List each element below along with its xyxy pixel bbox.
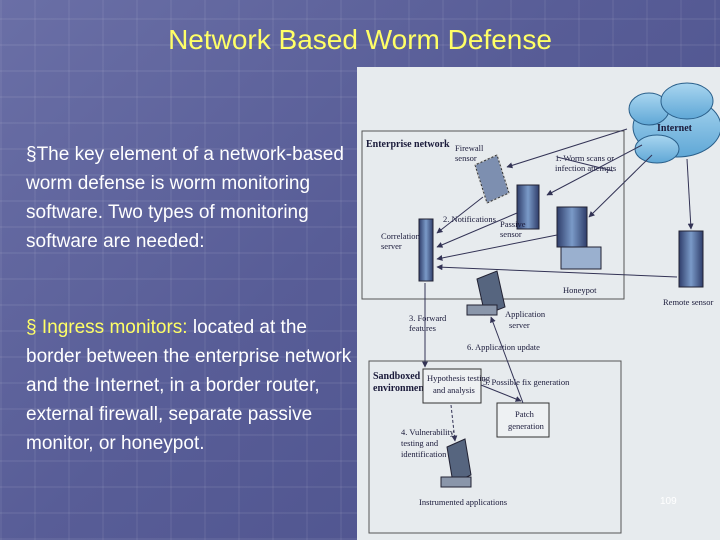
hypothesis-box bbox=[422, 368, 482, 404]
sandboxed-environment-label-line2: environment bbox=[373, 383, 428, 394]
honeypot-label: Honeypot bbox=[563, 285, 597, 295]
step3-label-line2: features bbox=[409, 323, 436, 333]
slide-title: Network Based Worm Defense bbox=[168, 24, 552, 55]
step4-label-line3: identification bbox=[401, 449, 447, 459]
remote-sensor-label: Remote sensor bbox=[663, 297, 713, 307]
step1-label-line2: infection attempts bbox=[555, 163, 616, 173]
application-server-icon bbox=[466, 270, 506, 316]
honeypot-icon bbox=[556, 206, 602, 270]
bullet-marker: § bbox=[26, 317, 37, 338]
firewall-sensor-label-line1: Firewall bbox=[455, 143, 484, 153]
enterprise-network-label: Enterprise network bbox=[366, 139, 450, 150]
hypothesis-label-line2: and analysis bbox=[433, 385, 475, 395]
step1-label-line1: 1. Worm scans or bbox=[555, 153, 614, 163]
remote-sensor-icon bbox=[678, 230, 704, 288]
step6-label: 6. Application update bbox=[467, 342, 540, 352]
diagram-svg: Enterprise network Internet Firewall sen… bbox=[361, 82, 720, 534]
patch-generation-label-line2: generation bbox=[508, 421, 545, 431]
slide-number: 109 bbox=[660, 496, 677, 507]
hypothesis-label-line1: Hypothesis testing bbox=[427, 373, 491, 383]
paragraph-ingress: § Ingress monitors: located at the borde… bbox=[26, 313, 366, 458]
firewall-sensor-icon bbox=[474, 154, 510, 204]
patch-generation-label-line1: Patch bbox=[515, 409, 535, 419]
ingress-monitors-description: located at the border between the enterp… bbox=[26, 317, 352, 454]
internet-label: Internet bbox=[657, 123, 693, 134]
sandboxed-environment-label-line1: Sandboxed bbox=[373, 371, 421, 382]
step2-label: 2. Notifications bbox=[443, 214, 496, 224]
worm-defense-diagram: Enterprise network Internet Firewall sen… bbox=[357, 67, 720, 540]
diagram-arrows bbox=[422, 128, 694, 442]
passive-sensor-icon bbox=[516, 184, 540, 230]
application-server-label-line2: server bbox=[509, 320, 530, 330]
step4-label-line2: testing and bbox=[401, 438, 439, 448]
step4-label-line1: 4. Vulnerability bbox=[401, 427, 455, 437]
passive-sensor-label-line1: Passive bbox=[500, 219, 526, 229]
ingress-monitors-term: Ingress monitors: bbox=[41, 317, 188, 338]
correlation-server-label-line1: Correlation bbox=[381, 231, 420, 241]
internet-cloud-icon bbox=[628, 82, 720, 164]
correlation-server-icon bbox=[418, 218, 434, 282]
firewall-sensor-label-line2: sensor bbox=[455, 153, 477, 163]
step5-label: 5. Possible fix generation bbox=[483, 377, 570, 387]
application-server-label-line1: Application bbox=[505, 309, 546, 319]
step3-label-line1: 3. Forward bbox=[409, 313, 447, 323]
paragraph-monitoring: §The key element of a network-based worm… bbox=[26, 144, 344, 252]
instrumented-applications-label: Instrumented applications bbox=[419, 497, 507, 507]
correlation-server-label-line2: server bbox=[381, 241, 402, 251]
instrumented-applications-icon bbox=[440, 438, 472, 488]
sandboxed-environment-box bbox=[368, 360, 622, 534]
passive-sensor-label-line2: sensor bbox=[500, 229, 522, 239]
